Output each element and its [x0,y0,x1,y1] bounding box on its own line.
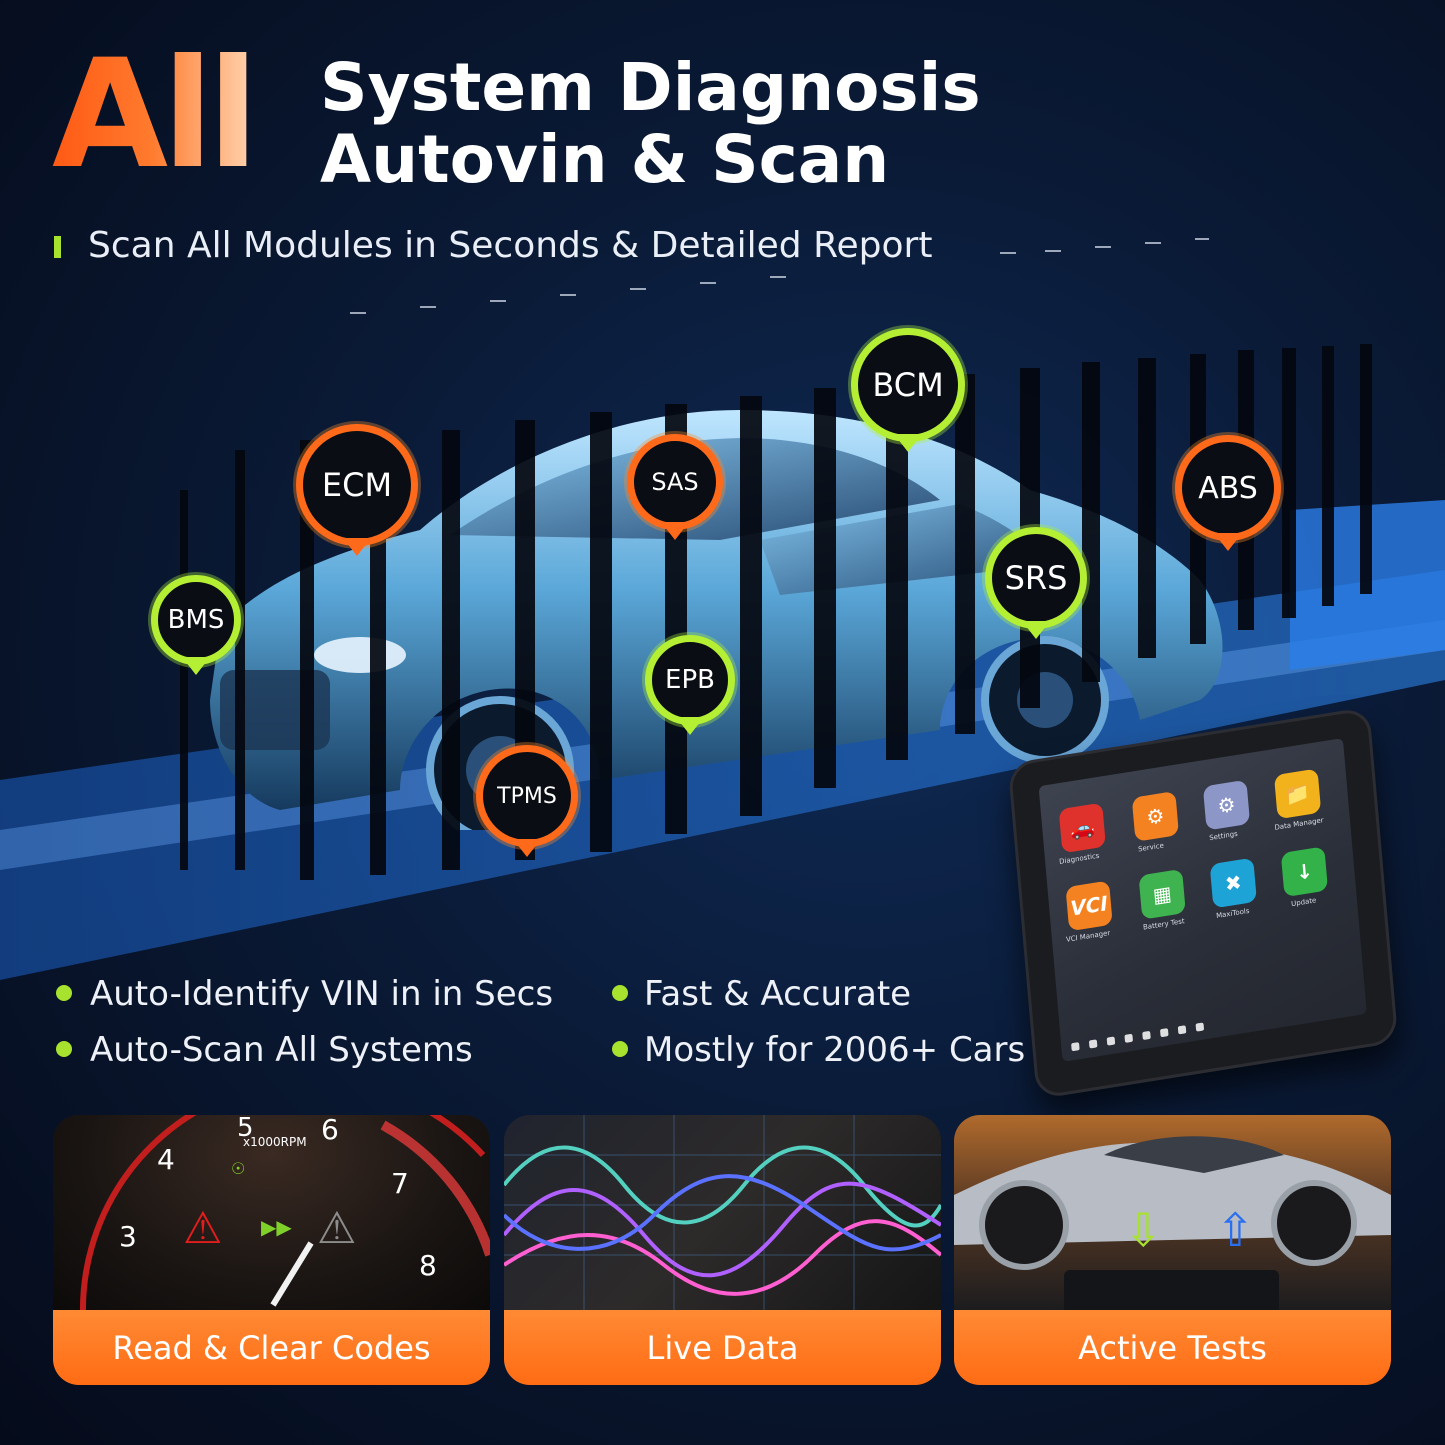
recent-icon [1106,1036,1116,1046]
gauge-number: 6 [321,1115,339,1146]
battery-icon: ▦ [1138,868,1186,920]
badge-pointer [1214,533,1242,551]
app-label: MaxiTools [1215,906,1250,921]
headlight-icon: ☉ [231,1159,246,1178]
dash-decoration [1000,252,1016,254]
app-label: Data Manager [1274,816,1324,832]
badge-pointer [513,839,541,857]
gauge-number: 4 [157,1143,175,1176]
app-label: Battery Test [1142,917,1185,932]
headline-all: All [52,28,259,202]
feature-bullet [612,985,628,1001]
app-label: Service [1137,841,1165,854]
live-data-waveform [504,1115,941,1310]
back-icon [1071,1042,1080,1052]
feature-auto-scan: Auto-Scan All Systems [90,1030,473,1070]
headline-line-1: System Diagnosis [320,49,981,126]
module-badge-sas: SAS [627,434,723,540]
dash-decoration [1145,242,1161,244]
vci-icon: VCI [1065,880,1113,932]
tools-icon: ✖ [1209,857,1257,909]
gauge-number: 3 [119,1220,137,1253]
feature-bullet [612,1041,628,1057]
module-label: BMS [167,605,225,635]
module-badge-abs: ABS [1175,435,1281,551]
tablet-screen: 🚗 Diagnostics ⚙ Service ⚙ Settings 📁 Dat… [1038,738,1367,1062]
app-label: Diagnostics [1058,851,1100,866]
app-label: VCI Manager [1065,928,1111,944]
car-status-icon [1177,1025,1187,1035]
feature-bullet [56,1041,72,1057]
feature-auto-identify-vin: Auto-Identify VIN in in Secs [90,974,554,1014]
vci-status-icon [1159,1028,1169,1038]
card-active-tests: ⇩ ⇧ Active Tests [954,1115,1391,1385]
card-read-clear-codes: 3 4 5 6 7 8 x1000RPM ⚠ ⚠ ▶▶ ☉ Read & Cle… [53,1115,490,1385]
module-badge-bms: BMS [151,575,241,675]
dash-decoration [770,276,786,278]
home-icon [1088,1039,1098,1049]
service-icon: ⚙ [1131,790,1180,842]
badge-pointer [1022,621,1050,639]
badge-pointer [661,522,689,540]
feature-bullet [56,985,72,1001]
dash-decoration [1195,238,1209,240]
module-label: EPB [665,665,715,695]
gauge-unit: x1000RPM [243,1135,307,1149]
gauge-number: 7 [391,1167,409,1200]
camera-icon [1142,1030,1151,1041]
module-badge-epb: EPB [645,635,735,735]
arrow-right-icon: ▶▶ [261,1215,292,1239]
module-label: ECM [321,466,393,504]
tachometer-image [80,1115,490,1310]
folder-icon: 📁 [1273,768,1322,820]
badge-pointer [894,434,922,452]
tpms-warning-icon: ⚠ [183,1203,223,1254]
gear-icon: ⚙ [1202,779,1251,831]
arrow-up-icon: ⇧ [1216,1203,1255,1257]
badge-pointer [676,717,704,735]
subtitle-accent-bar [54,236,61,258]
dash-decoration [350,312,366,314]
module-label: ABS [1198,470,1258,506]
subtitle: Scan All Modules in Seconds & Detailed R… [88,225,933,266]
dash-decoration [1095,246,1111,248]
arrow-down-icon: ⇩ [1124,1203,1163,1257]
module-label: SRS [1004,559,1068,597]
app-label: Update [1290,896,1317,909]
badge-pointer [182,657,210,675]
screenshot-icon [1124,1033,1134,1043]
module-label: TPMS [497,783,557,809]
feature-fast-accurate: Fast & Accurate [644,974,912,1014]
feature-2006-cars: Mostly for 2006+ Cars [644,1030,1026,1070]
module-badge-srs: SRS [985,527,1087,639]
tablet-dock [1071,995,1357,1054]
dash-decoration [490,300,506,302]
gauge-number: 8 [419,1249,437,1282]
card-label: Active Tests [954,1310,1391,1385]
module-badge-tpms: TPMS [476,745,578,857]
dash-decoration [630,288,646,290]
card-label: Live Data [504,1310,941,1385]
gauge-number: 5 [237,1115,254,1143]
module-badge-bcm: BCM [851,328,965,452]
card-label: Read & Clear Codes [53,1310,490,1385]
module-badge-ecm: ECM [296,424,418,556]
dash-decoration [560,294,576,296]
car-icon: 🚗 [1058,802,1106,854]
dash-decoration [1045,250,1061,252]
dash-decoration [420,306,436,308]
headline-line-2: Autovin & Scan [320,121,890,198]
app-label: Settings [1208,829,1239,843]
card-live-data: Live Data [504,1115,941,1385]
badge-pointer [343,538,371,556]
module-label: BCM [872,366,944,404]
tpms-inactive-icon: ⚠ [317,1203,357,1254]
diagnostic-tablet: 🚗 Diagnostics ⚙ Service ⚙ Settings 📁 Dat… [1007,706,1399,1100]
download-icon: ↓ [1280,846,1329,898]
module-label: SAS [651,468,699,496]
dash-decoration [700,282,716,284]
sports-car-image [954,1136,1391,1310]
browser-icon [1195,1022,1205,1032]
